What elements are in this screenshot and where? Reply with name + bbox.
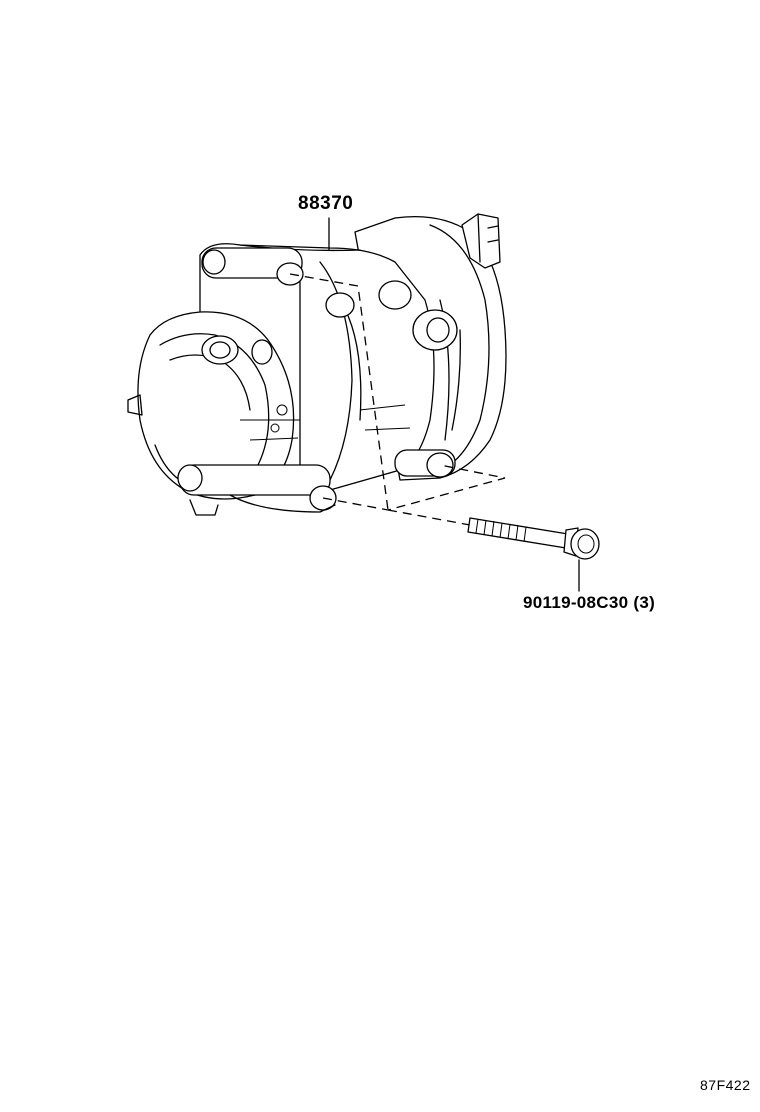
bolt-drawing xyxy=(467,517,600,560)
bolt-axis-dashed-lines xyxy=(289,273,506,526)
part-label-compressor[interactable]: 88370 xyxy=(298,193,354,214)
ac-compressor-drawing xyxy=(127,213,507,516)
part-label-bolt[interactable]: 90119-08C30 (3) xyxy=(523,593,656,612)
diagram-code: 87F422 xyxy=(700,1077,751,1093)
